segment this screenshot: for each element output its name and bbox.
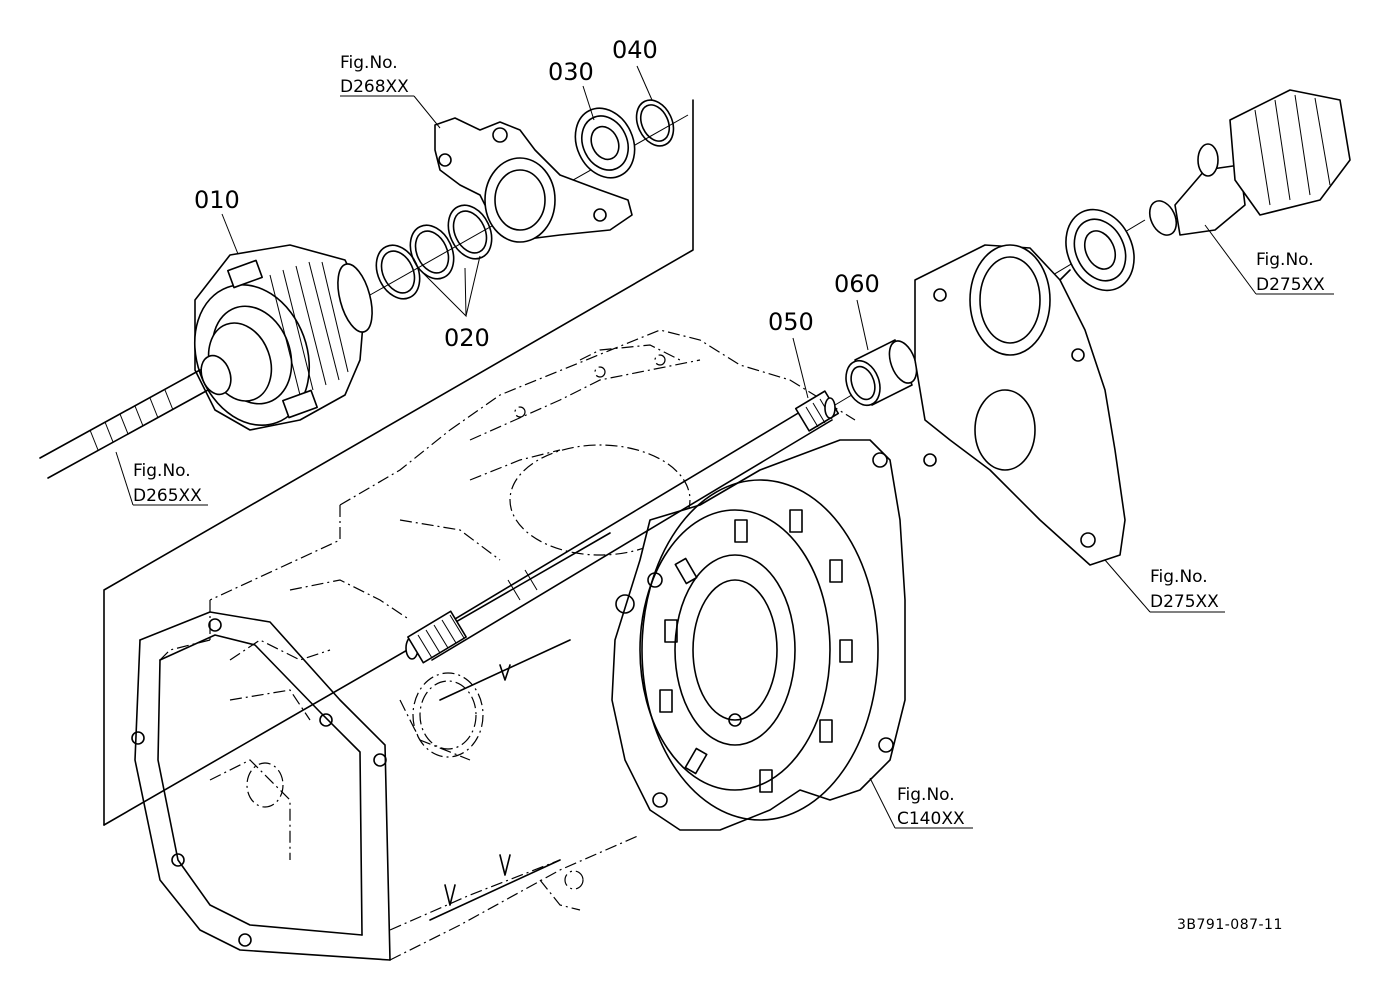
leader-lines xyxy=(115,65,1334,829)
fig-ref-d268-line2: D268XX xyxy=(340,77,409,97)
part-label-030: 030 xyxy=(548,58,594,86)
bearing-030 xyxy=(574,107,636,179)
input-shaft-d265 xyxy=(39,369,209,479)
transmission-case xyxy=(131,329,856,961)
snap-ring-040 xyxy=(635,99,675,147)
housing-d268 xyxy=(434,117,633,243)
part-label-010: 010 xyxy=(194,186,240,214)
plate-d275 xyxy=(914,244,1126,566)
fig-ref-c140-line2: C140XX xyxy=(897,809,965,829)
rear-plate-c140 xyxy=(611,439,906,831)
part-label-040: 040 xyxy=(612,36,658,64)
fig-ref-d265-line1: Fig.No. xyxy=(133,461,191,481)
fig-ref-d265-line2: D265XX xyxy=(133,486,202,506)
part-label-050: 050 xyxy=(768,308,814,336)
document-code: 3B791-087-11 xyxy=(1177,917,1283,933)
shaft-050 xyxy=(405,390,840,664)
fig-ref-d268-line1: Fig.No. xyxy=(340,53,398,73)
collar-060 xyxy=(845,339,918,407)
group-bracket xyxy=(103,99,694,826)
part-label-060: 060 xyxy=(834,270,880,298)
fig-ref-d275-mid-line2: D275XX xyxy=(1150,592,1219,612)
clutch-pack-010 xyxy=(193,244,373,431)
fig-ref-c140-line1: Fig.No. xyxy=(897,785,955,805)
seal-rings-020 xyxy=(375,204,493,318)
fig-ref-d275-top-line2: D275XX xyxy=(1256,275,1325,295)
fig-ref-d275-mid-line1: Fig.No. xyxy=(1150,567,1208,587)
gear-shaft-d275 xyxy=(1065,89,1351,292)
fig-ref-d275-top-line1: Fig.No. xyxy=(1256,250,1314,270)
part-label-020: 020 xyxy=(444,324,490,352)
